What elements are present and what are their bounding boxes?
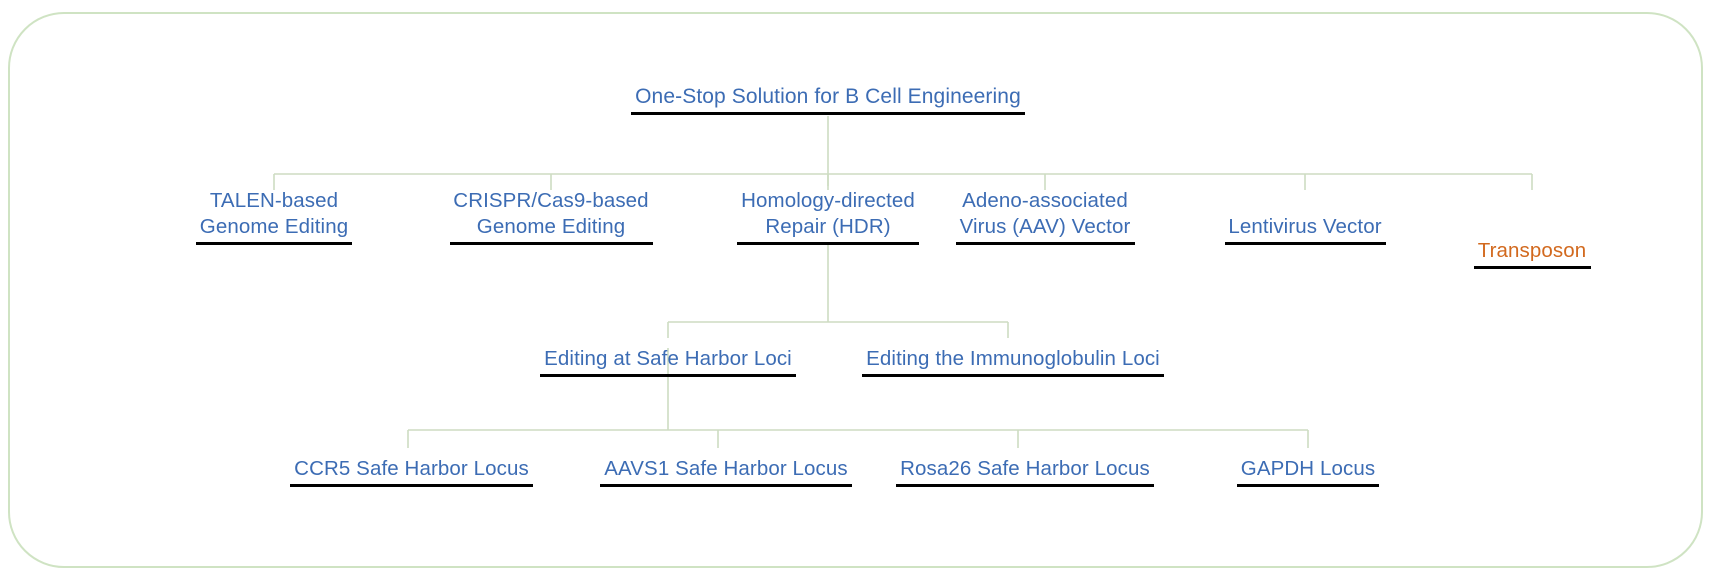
node-crispr-cas9-based-genome-editing[interactable]: CRISPR/Cas9-based Genome Editing — [406, 188, 696, 245]
node-transposon[interactable]: Transposon — [1412, 238, 1652, 269]
node-talen-label-line1: TALEN-based — [209, 189, 339, 212]
node-homology-directed-repair[interactable]: Homology-directed Repair (HDR) — [688, 188, 968, 245]
node-rosa26-wrap: Rosa26 Safe Harbor Locus — [896, 456, 1154, 487]
node-aavs1-wrap: AAVS1 Safe Harbor Locus — [600, 456, 852, 487]
node-immunoglobulin-label: Editing the Immunoglobulin Loci — [866, 347, 1160, 370]
node-hdr-wrap: Homology-directed Repair (HDR) — [737, 188, 919, 245]
node-aavs1-safe-harbor-locus[interactable]: AAVS1 Safe Harbor Locus — [600, 456, 852, 487]
node-rosa26-label: Rosa26 Safe Harbor Locus — [900, 457, 1150, 480]
node-crispr-underline — [449, 242, 653, 245]
node-immunoglobulin-wrap: Editing the Immunoglobulin Loci — [862, 346, 1164, 377]
node-gapdh-underline — [1237, 484, 1379, 487]
node-ccr5-wrap: CCR5 Safe Harbor Locus — [290, 456, 533, 487]
node-rosa26-safe-harbor-locus[interactable]: Rosa26 Safe Harbor Locus — [896, 456, 1154, 487]
rounded-border-frame — [8, 12, 1703, 568]
node-lentivirus-vector[interactable]: Lentivirus Vector — [1165, 214, 1445, 245]
node-talen-based-genome-editing[interactable]: TALEN-based Genome Editing — [134, 188, 414, 245]
node-transposon-label: Transposon — [1477, 239, 1587, 262]
node-talen-label-line2: Genome Editing — [199, 215, 349, 238]
node-gapdh-wrap: GAPDH Locus — [1237, 456, 1379, 487]
node-crispr-label-line2: Genome Editing — [476, 215, 626, 238]
node-transposon-wrap: Transposon — [1473, 238, 1591, 269]
node-rosa26-underline — [896, 484, 1154, 487]
node-safe-harbor-label: Editing at Safe Harbor Loci — [544, 347, 792, 370]
node-lentivirus-label: Lentivirus Vector — [1228, 215, 1382, 238]
node-aav-underline — [955, 242, 1135, 245]
node-root-underline — [631, 112, 1025, 115]
node-lentivirus-wrap: Lentivirus Vector — [1224, 214, 1386, 245]
node-aavs1-underline — [600, 484, 852, 487]
node-root-wrap: One-Stop Solution for B Cell Engineering — [631, 84, 1025, 115]
node-gapdh-locus[interactable]: GAPDH Locus — [1222, 456, 1394, 487]
node-transposon-underline — [1473, 266, 1591, 269]
node-crispr-label-line1: CRISPR/Cas9-based — [453, 189, 649, 212]
node-editing-at-safe-harbor-loci[interactable]: Editing at Safe Harbor Loci — [528, 346, 808, 377]
node-editing-the-immunoglobulin-loci[interactable]: Editing the Immunoglobulin Loci — [862, 346, 1164, 377]
node-root-label: One-Stop Solution for B Cell Engineering — [635, 85, 1021, 108]
node-lentivirus-underline — [1224, 242, 1386, 245]
node-hdr-label-line2: Repair (HDR) — [765, 215, 891, 238]
node-ccr5-safe-harbor-locus[interactable]: CCR5 Safe Harbor Locus — [290, 456, 533, 487]
node-aav-wrap: Adeno-associated Virus (AAV) Vector — [955, 188, 1135, 245]
node-crispr-wrap: CRISPR/Cas9-based Genome Editing — [449, 188, 653, 245]
node-hdr-underline — [737, 242, 919, 245]
node-aav-label-line2: Virus (AAV) Vector — [959, 215, 1131, 238]
node-safe-harbor-underline — [540, 374, 796, 377]
node-aav-label-line1: Adeno-associated — [962, 189, 1128, 212]
node-safe-harbor-wrap: Editing at Safe Harbor Loci — [540, 346, 796, 377]
node-adeno-associated-virus-vector[interactable]: Adeno-associated Virus (AAV) Vector — [905, 188, 1185, 245]
node-talen-wrap: TALEN-based Genome Editing — [196, 188, 352, 245]
node-aavs1-label: AAVS1 Safe Harbor Locus — [604, 457, 848, 480]
node-hdr-label-line1: Homology-directed — [741, 189, 915, 212]
node-root[interactable]: One-Stop Solution for B Cell Engineering — [566, 84, 1090, 115]
node-gapdh-label: GAPDH Locus — [1240, 457, 1376, 480]
node-ccr5-label: CCR5 Safe Harbor Locus — [294, 457, 529, 480]
node-immunoglobulin-underline — [862, 374, 1164, 377]
node-ccr5-underline — [290, 484, 533, 487]
node-talen-underline — [196, 242, 352, 245]
